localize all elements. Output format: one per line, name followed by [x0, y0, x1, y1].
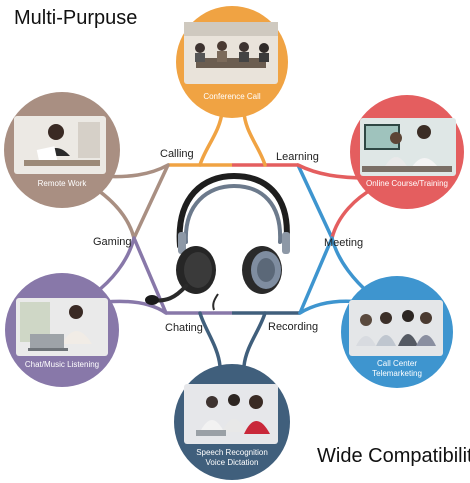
- conference-call-bubble: Conference Call: [176, 6, 288, 118]
- learning-label: Learning: [276, 151, 319, 163]
- speech-recognition-bubble: Speech Recognition Voice Dictation: [174, 364, 290, 480]
- remote-work-bubble: Remote Work: [4, 92, 120, 208]
- chat-music-caption: Chat/Music Listening: [25, 360, 99, 369]
- chat-music-bubble: Chat/Music Listening: [5, 273, 119, 387]
- recording-label: Recording: [268, 321, 318, 333]
- call-center-caption-1: Call Center: [377, 359, 417, 368]
- remote-work-caption: Remote Work: [38, 179, 88, 188]
- call-center-caption-2: Telemarketing: [372, 369, 422, 378]
- multi-purpose-heading: Multi-Purpuse: [14, 7, 137, 29]
- call-center-bubble: Call Center Telemarketing: [341, 276, 453, 388]
- speech-caption-1: Speech Recognition: [196, 448, 268, 457]
- online-course-bubble: Online Course/Training: [350, 95, 464, 209]
- calling-label: Calling: [160, 148, 194, 160]
- gaming-label: Gaming: [93, 236, 132, 248]
- chating-label: Chating: [165, 322, 203, 334]
- meeting-label: Meeting: [324, 237, 363, 249]
- conference-call-caption: Conference Call: [203, 92, 261, 101]
- wide-compatibility-heading: Wide Compatibility: [317, 445, 470, 467]
- online-course-caption: Online Course/Training: [366, 179, 448, 188]
- headset-illustration: [145, 172, 290, 311]
- speech-caption-2: Voice Dictation: [206, 458, 259, 467]
